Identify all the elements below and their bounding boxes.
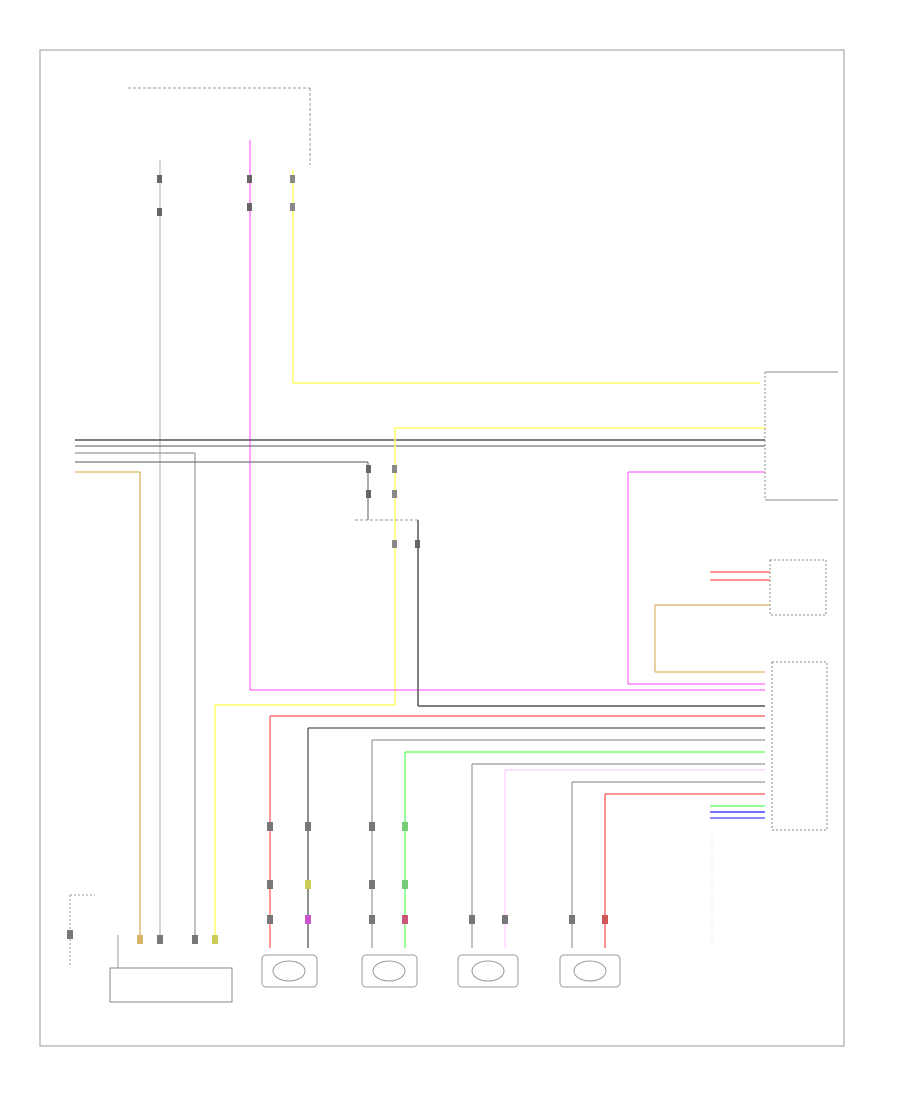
sensor-right-rear — [457, 954, 519, 988]
center-connector — [355, 465, 420, 548]
sensor-bus — [269, 715, 765, 948]
top-reference — [128, 87, 311, 165]
lower-module — [771, 661, 828, 831]
sensor-connector-ticks — [267, 822, 608, 924]
ground-symbol — [67, 894, 95, 965]
sensor-left-front — [261, 954, 318, 988]
sensor-right-front — [361, 954, 418, 988]
diagram-frame — [39, 49, 845, 1047]
main-module — [764, 371, 838, 501]
top-feeds — [157, 140, 295, 935]
main-harness — [75, 439, 765, 935]
sub-module — [654, 559, 827, 673]
sensor-left-rear — [559, 954, 621, 988]
switch-assembly — [109, 935, 233, 1003]
